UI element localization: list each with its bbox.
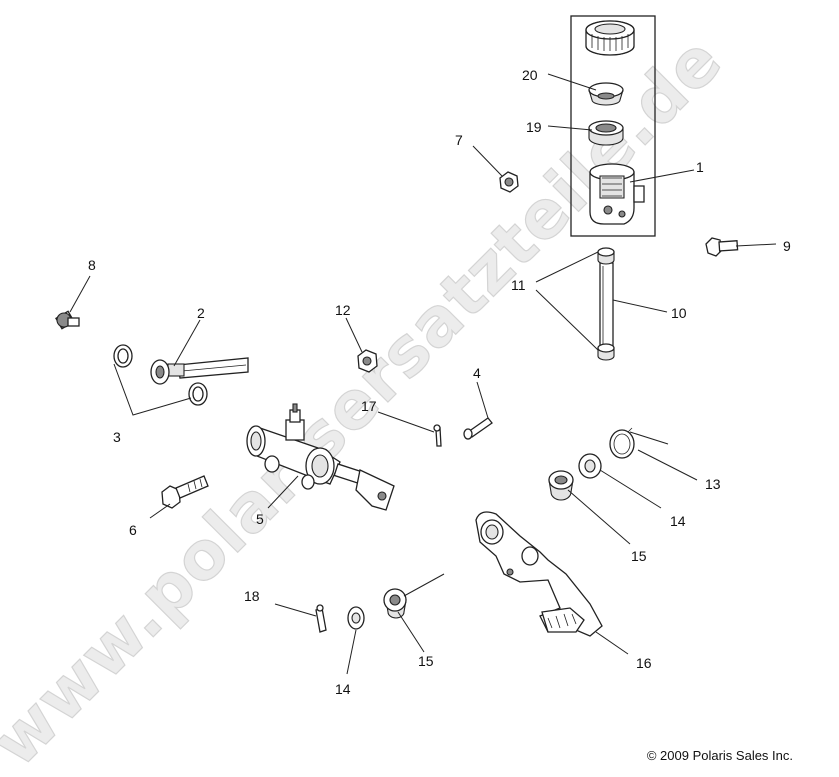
washer-icon[interactable] [578, 453, 602, 479]
master-cylinder-icon[interactable] [246, 403, 395, 511]
callout-labels: 20 19 1 7 9 10 11 8 2 3 12 4 17 13 14 15… [88, 67, 791, 697]
reservoir-icon[interactable] [589, 163, 645, 225]
reservoir-cap-icon[interactable] [585, 20, 635, 56]
callout-10: 10 [671, 305, 687, 321]
bleeder-screw-icon[interactable] [55, 310, 80, 330]
retaining-ring-icon[interactable] [609, 427, 635, 459]
callout-15-lower: 15 [418, 653, 434, 669]
brake-pedal-icon[interactable] [475, 511, 603, 637]
bushing-icon[interactable] [548, 470, 574, 501]
hose-clamp-icon[interactable] [597, 247, 615, 265]
diaphragm-icon[interactable] [588, 120, 624, 146]
brake-line-icon[interactable] [150, 357, 249, 385]
callout-19: 19 [526, 119, 542, 135]
callout-18: 18 [244, 588, 260, 604]
callout-3: 3 [113, 429, 121, 445]
callout-4: 4 [473, 365, 481, 381]
callout-15-upper: 15 [631, 548, 647, 564]
callout-6: 6 [129, 522, 137, 538]
diaphragm-plate-icon[interactable] [588, 82, 624, 106]
callout-7: 7 [455, 132, 463, 148]
bushing-icon[interactable] [383, 588, 407, 619]
leader-lines [69, 73, 777, 675]
clevis-pin-icon[interactable] [463, 417, 493, 440]
callout-2: 2 [197, 305, 205, 321]
nut-icon[interactable] [357, 349, 378, 373]
reservoir-kit-box [570, 15, 656, 237]
crush-washer-icon[interactable] [188, 382, 208, 406]
callout-13: 13 [705, 476, 721, 492]
callout-14-lower: 14 [335, 681, 351, 697]
callout-11: 11 [511, 277, 526, 293]
callout-14-upper: 14 [670, 513, 686, 529]
nut-icon[interactable] [499, 171, 519, 193]
hose-icon[interactable] [599, 262, 614, 352]
cotter-pin-icon[interactable] [433, 424, 442, 447]
bolt-icon[interactable] [705, 237, 739, 257]
callout-17: 17 [361, 398, 377, 414]
callout-16: 16 [636, 655, 652, 671]
cotter-pin-icon[interactable] [315, 604, 327, 633]
crush-washer-icon[interactable] [113, 344, 133, 368]
hose-clamp-icon[interactable] [597, 343, 615, 361]
callout-1: 1 [696, 159, 704, 175]
callout-12: 12 [335, 302, 351, 318]
bolt-icon[interactable] [161, 475, 209, 509]
washer-icon[interactable] [347, 606, 365, 630]
copyright-notice: © 2009 Polaris Sales Inc. [646, 748, 793, 763]
callout-9: 9 [783, 238, 791, 254]
callout-5: 5 [256, 511, 264, 527]
callout-8: 8 [88, 257, 96, 273]
callout-20: 20 [522, 67, 538, 83]
